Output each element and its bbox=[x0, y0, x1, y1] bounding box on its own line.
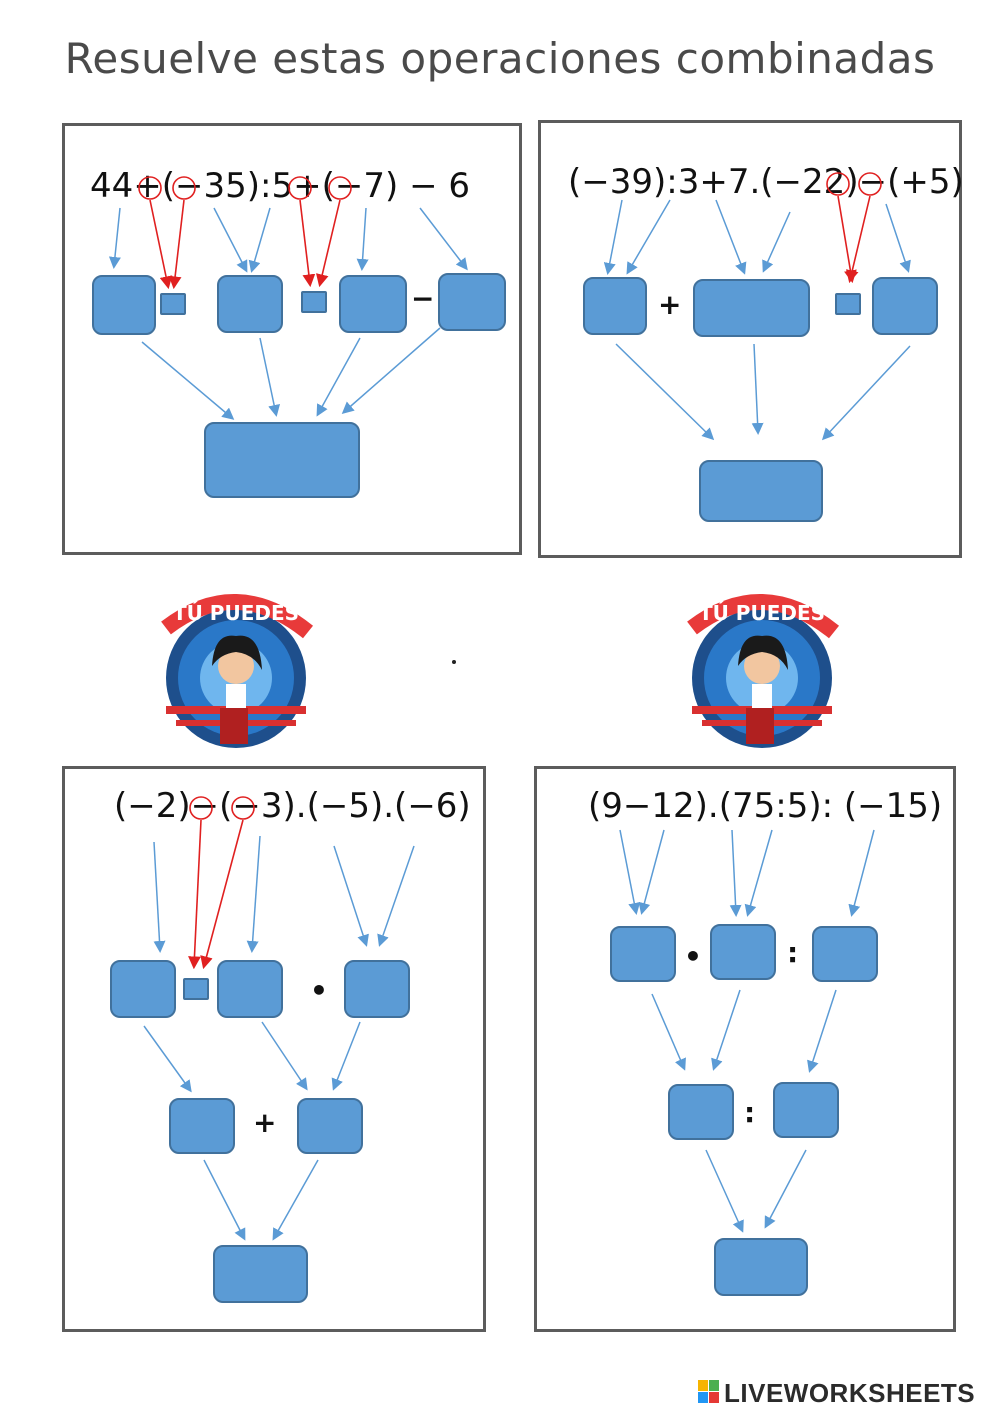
answer-box[interactable] bbox=[169, 1098, 235, 1154]
answer-box[interactable] bbox=[693, 279, 810, 337]
answer-box[interactable] bbox=[773, 1082, 839, 1138]
sign-box[interactable] bbox=[160, 293, 186, 315]
liveworksheets-logo-icon bbox=[698, 1380, 719, 1403]
result-box[interactable] bbox=[714, 1238, 808, 1296]
sign-box[interactable] bbox=[301, 291, 327, 313]
answer-box[interactable] bbox=[339, 275, 407, 333]
answer-box[interactable] bbox=[344, 960, 410, 1018]
tu-puedes-badge-left: TÚ PUEDES bbox=[161, 594, 314, 748]
divide-sign: : bbox=[744, 1096, 756, 1129]
answer-box[interactable] bbox=[710, 924, 776, 980]
page-title: Resuelve estas operaciones combinadas bbox=[64, 34, 936, 83]
expression-4: (9−12).(75:5): (−15) bbox=[588, 786, 943, 826]
exercise-panel-2 bbox=[538, 120, 962, 558]
plus-sign: + bbox=[253, 1106, 277, 1139]
answer-box[interactable] bbox=[610, 926, 676, 982]
plus-sign: + bbox=[658, 288, 682, 321]
exercise-panel-4 bbox=[534, 766, 956, 1332]
answer-box[interactable] bbox=[872, 277, 938, 335]
footer-brand: LIVEWORKSHEETS bbox=[724, 1378, 975, 1409]
multiply-dot: • bbox=[684, 940, 702, 973]
sign-box[interactable] bbox=[183, 978, 209, 1000]
answer-box[interactable] bbox=[812, 926, 878, 982]
answer-box[interactable] bbox=[217, 275, 283, 333]
answer-box[interactable] bbox=[217, 960, 283, 1018]
exercise-panel-1 bbox=[62, 123, 522, 555]
result-box[interactable] bbox=[204, 422, 360, 498]
expression-2: (−39):3+7.(−22)−(+5) bbox=[568, 162, 964, 202]
expression-3: (−2)−(−3).(−5).(−6) bbox=[114, 786, 471, 826]
badge-text: TÚ PUEDES bbox=[699, 601, 825, 625]
result-box[interactable] bbox=[213, 1245, 308, 1303]
multiply-dot: • bbox=[310, 974, 328, 1007]
answer-box[interactable] bbox=[438, 273, 506, 331]
exercise-panel-3 bbox=[62, 766, 486, 1332]
result-box[interactable] bbox=[699, 460, 823, 522]
answer-box[interactable] bbox=[110, 960, 176, 1018]
divide-sign: : bbox=[787, 936, 799, 969]
answer-box[interactable] bbox=[92, 275, 156, 335]
answer-box[interactable] bbox=[668, 1084, 734, 1140]
minus-sign: − bbox=[411, 282, 435, 315]
sign-box[interactable] bbox=[835, 293, 861, 315]
stray-dot bbox=[452, 660, 456, 664]
answer-box[interactable] bbox=[583, 277, 647, 335]
tu-puedes-badge-right: TÚ PUEDES bbox=[687, 594, 840, 748]
answer-box[interactable] bbox=[297, 1098, 363, 1154]
badge-text: TÚ PUEDES bbox=[173, 601, 299, 625]
brand-text: LIVEWORKSHEETS bbox=[724, 1378, 976, 1408]
expression-1: 44+(−35):5+(−7) − 6 bbox=[90, 166, 470, 206]
